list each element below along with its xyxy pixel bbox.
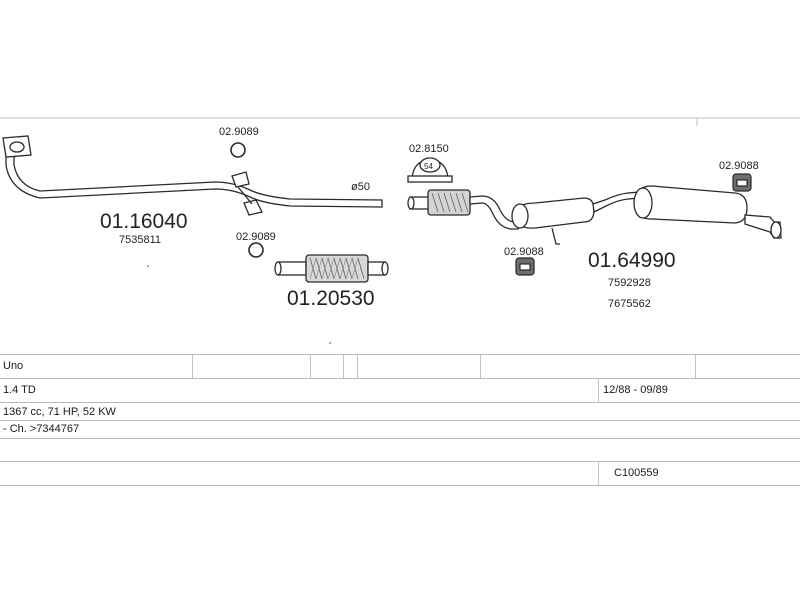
- rubber-hanger-rear: [732, 173, 752, 192]
- ring-top-number: 02.9089: [219, 126, 259, 138]
- pipe-clamp: [407, 157, 453, 183]
- hanger-rear-number: 02.9088: [719, 160, 759, 172]
- engine-spec: 1367 cc, 71 HP, 52 KW: [3, 406, 116, 418]
- ring-mid-number: 02.9089: [236, 231, 276, 243]
- rear-silencer-assembly: [407, 185, 782, 245]
- rear-section-number: 01.64990: [588, 249, 676, 272]
- flex-pipe-number: 01.20530: [287, 287, 375, 310]
- rear-section-oe-ref-2: 7675562: [608, 298, 651, 310]
- hanger-mid-number: 02.9088: [504, 246, 544, 258]
- flex-pipe: [274, 254, 389, 283]
- clamp-size: 54: [424, 162, 433, 171]
- engine-type: 1.4 TD: [3, 384, 36, 396]
- chassis-note: - Ch. >7344767: [3, 423, 80, 435]
- front-pipe: [2, 135, 383, 216]
- rubber-hanger-mid: [515, 257, 535, 276]
- exhaust-system-diagram: 02.9089 02.9089 02.8150 54 02.9088 02.90…: [0, 117, 800, 344]
- pipe-diameter-label: ø50: [351, 181, 370, 193]
- front-pipe-oe-ref: 7535811: [119, 234, 161, 246]
- sealing-ring-top: [230, 142, 246, 158]
- clamp-number: 02.8150: [409, 143, 449, 155]
- rear-section-oe-ref-1: 7592928: [608, 277, 651, 289]
- sealing-ring-mid: [248, 242, 264, 258]
- catalogue-code: C100559: [614, 467, 659, 479]
- model-name: Uno: [3, 360, 24, 372]
- production-dates: 12/88 - 09/89: [603, 384, 668, 396]
- front-pipe-number: 01.16040: [100, 210, 188, 233]
